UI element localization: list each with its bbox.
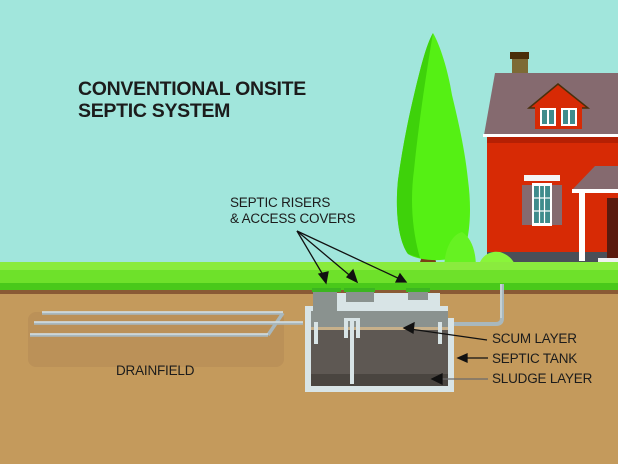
riser-cover-1: [312, 288, 341, 292]
tree-shadow: [396, 33, 433, 258]
grass-highlight: [0, 262, 618, 270]
window-glass: [534, 186, 550, 223]
scum-arrow-head: [402, 321, 415, 335]
arrow-head: [394, 272, 408, 283]
chimney-cap: [510, 52, 529, 59]
window-shutter-right: [552, 185, 562, 225]
risers-label-line-2: & ACCESS COVERS: [230, 211, 356, 226]
pane: [570, 110, 575, 124]
drainfield-pipes: [30, 311, 303, 337]
porch-column: [579, 193, 585, 261]
topsoil-line: [0, 290, 618, 294]
riser-cover-2: [344, 288, 375, 292]
foundation: [487, 252, 618, 262]
scum-layer-label: SCUM LAYER: [492, 331, 577, 346]
tank-liquid: [311, 330, 448, 376]
annotation-arrows: [296, 230, 488, 386]
outlet-baffle: [314, 322, 318, 344]
risers-label: SEPTIC RISERS & ACCESS COVERS: [230, 195, 355, 227]
arrow-line: [296, 230, 403, 281]
roof-trim: [483, 134, 618, 137]
front-door: [607, 198, 618, 258]
arrow-head: [345, 268, 359, 284]
porch-beam: [572, 189, 618, 193]
drainfield-gravel: [28, 312, 284, 367]
house: [483, 52, 618, 279]
septic-tank-label: SEPTIC TANK: [492, 351, 578, 366]
scum-arrow-line: [409, 328, 488, 341]
grass-blades: [0, 283, 618, 290]
pane: [549, 110, 554, 124]
inlet-pipe: [454, 284, 504, 326]
riser-1: [313, 290, 337, 312]
sludge: [311, 374, 448, 386]
pane: [542, 110, 547, 124]
window-shutter-left: [522, 185, 532, 225]
arrow-head: [317, 271, 329, 285]
tank-arrow-head: [456, 352, 468, 364]
riser-cover-3: [406, 288, 430, 292]
drainfield-pipes-highlight: [30, 311, 303, 335]
pane: [563, 110, 568, 124]
tee-top: [344, 318, 360, 321]
tee-branch: [356, 318, 360, 338]
riser-2: [346, 290, 374, 302]
cypress-tree: [396, 33, 516, 275]
arrow-line: [296, 230, 327, 281]
tee-branch: [344, 318, 348, 338]
riser-3: [408, 290, 428, 300]
arrow-line: [296, 230, 355, 280]
scum-line: [311, 327, 448, 330]
tree-foliage: [396, 33, 470, 261]
diagram-title: CONVENTIONAL ONSITE SEPTIC SYSTEM: [78, 78, 306, 122]
drainfield-label: DRAINFIELD: [116, 363, 195, 378]
sludge-layer-label: SLUDGE LAYER: [492, 371, 593, 386]
sludge-arrow-head: [430, 372, 443, 386]
porch-roof: [572, 166, 618, 190]
risers-label-line-1: SEPTIC RISERS: [230, 195, 331, 210]
window-header: [524, 175, 560, 181]
title-line-2: SEPTIC SYSTEM: [78, 100, 231, 122]
title-line-1: CONVENTIONAL ONSITE: [78, 78, 306, 100]
wall-shadow: [487, 137, 618, 143]
tank-interior-upper: [311, 311, 448, 329]
septic-tank: [305, 288, 454, 392]
outlet-tee: [350, 318, 354, 384]
